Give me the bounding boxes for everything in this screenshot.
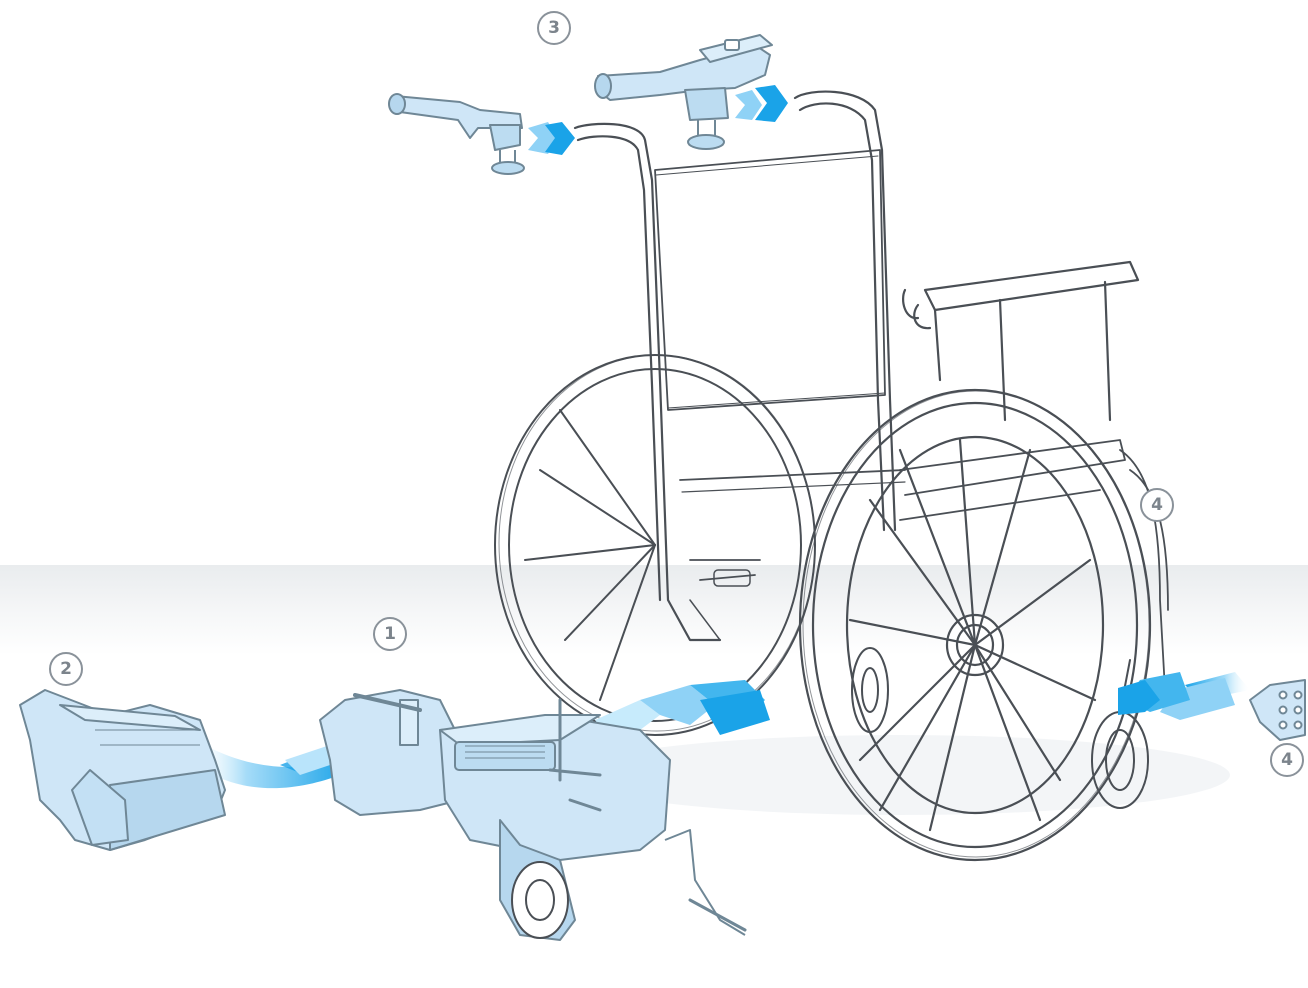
rear-wheel-left xyxy=(495,355,815,735)
floor-band xyxy=(0,565,1308,655)
chevron-arrow-icon xyxy=(735,85,788,122)
callout-mount-bracket: 4 xyxy=(1270,743,1304,777)
chevron-arrow-icon xyxy=(1118,672,1250,720)
handle-left xyxy=(389,94,524,174)
mount-bracket xyxy=(1250,680,1305,740)
callout-battery: 2 xyxy=(49,652,83,686)
callout-handles: 3 xyxy=(537,11,571,45)
battery-pack xyxy=(20,690,225,850)
callout-rear-mount: 4 xyxy=(1140,488,1174,522)
drive-unit xyxy=(320,690,745,940)
chevron-arrow-icon xyxy=(528,122,575,155)
callout-drive-unit: 1 xyxy=(373,617,407,651)
